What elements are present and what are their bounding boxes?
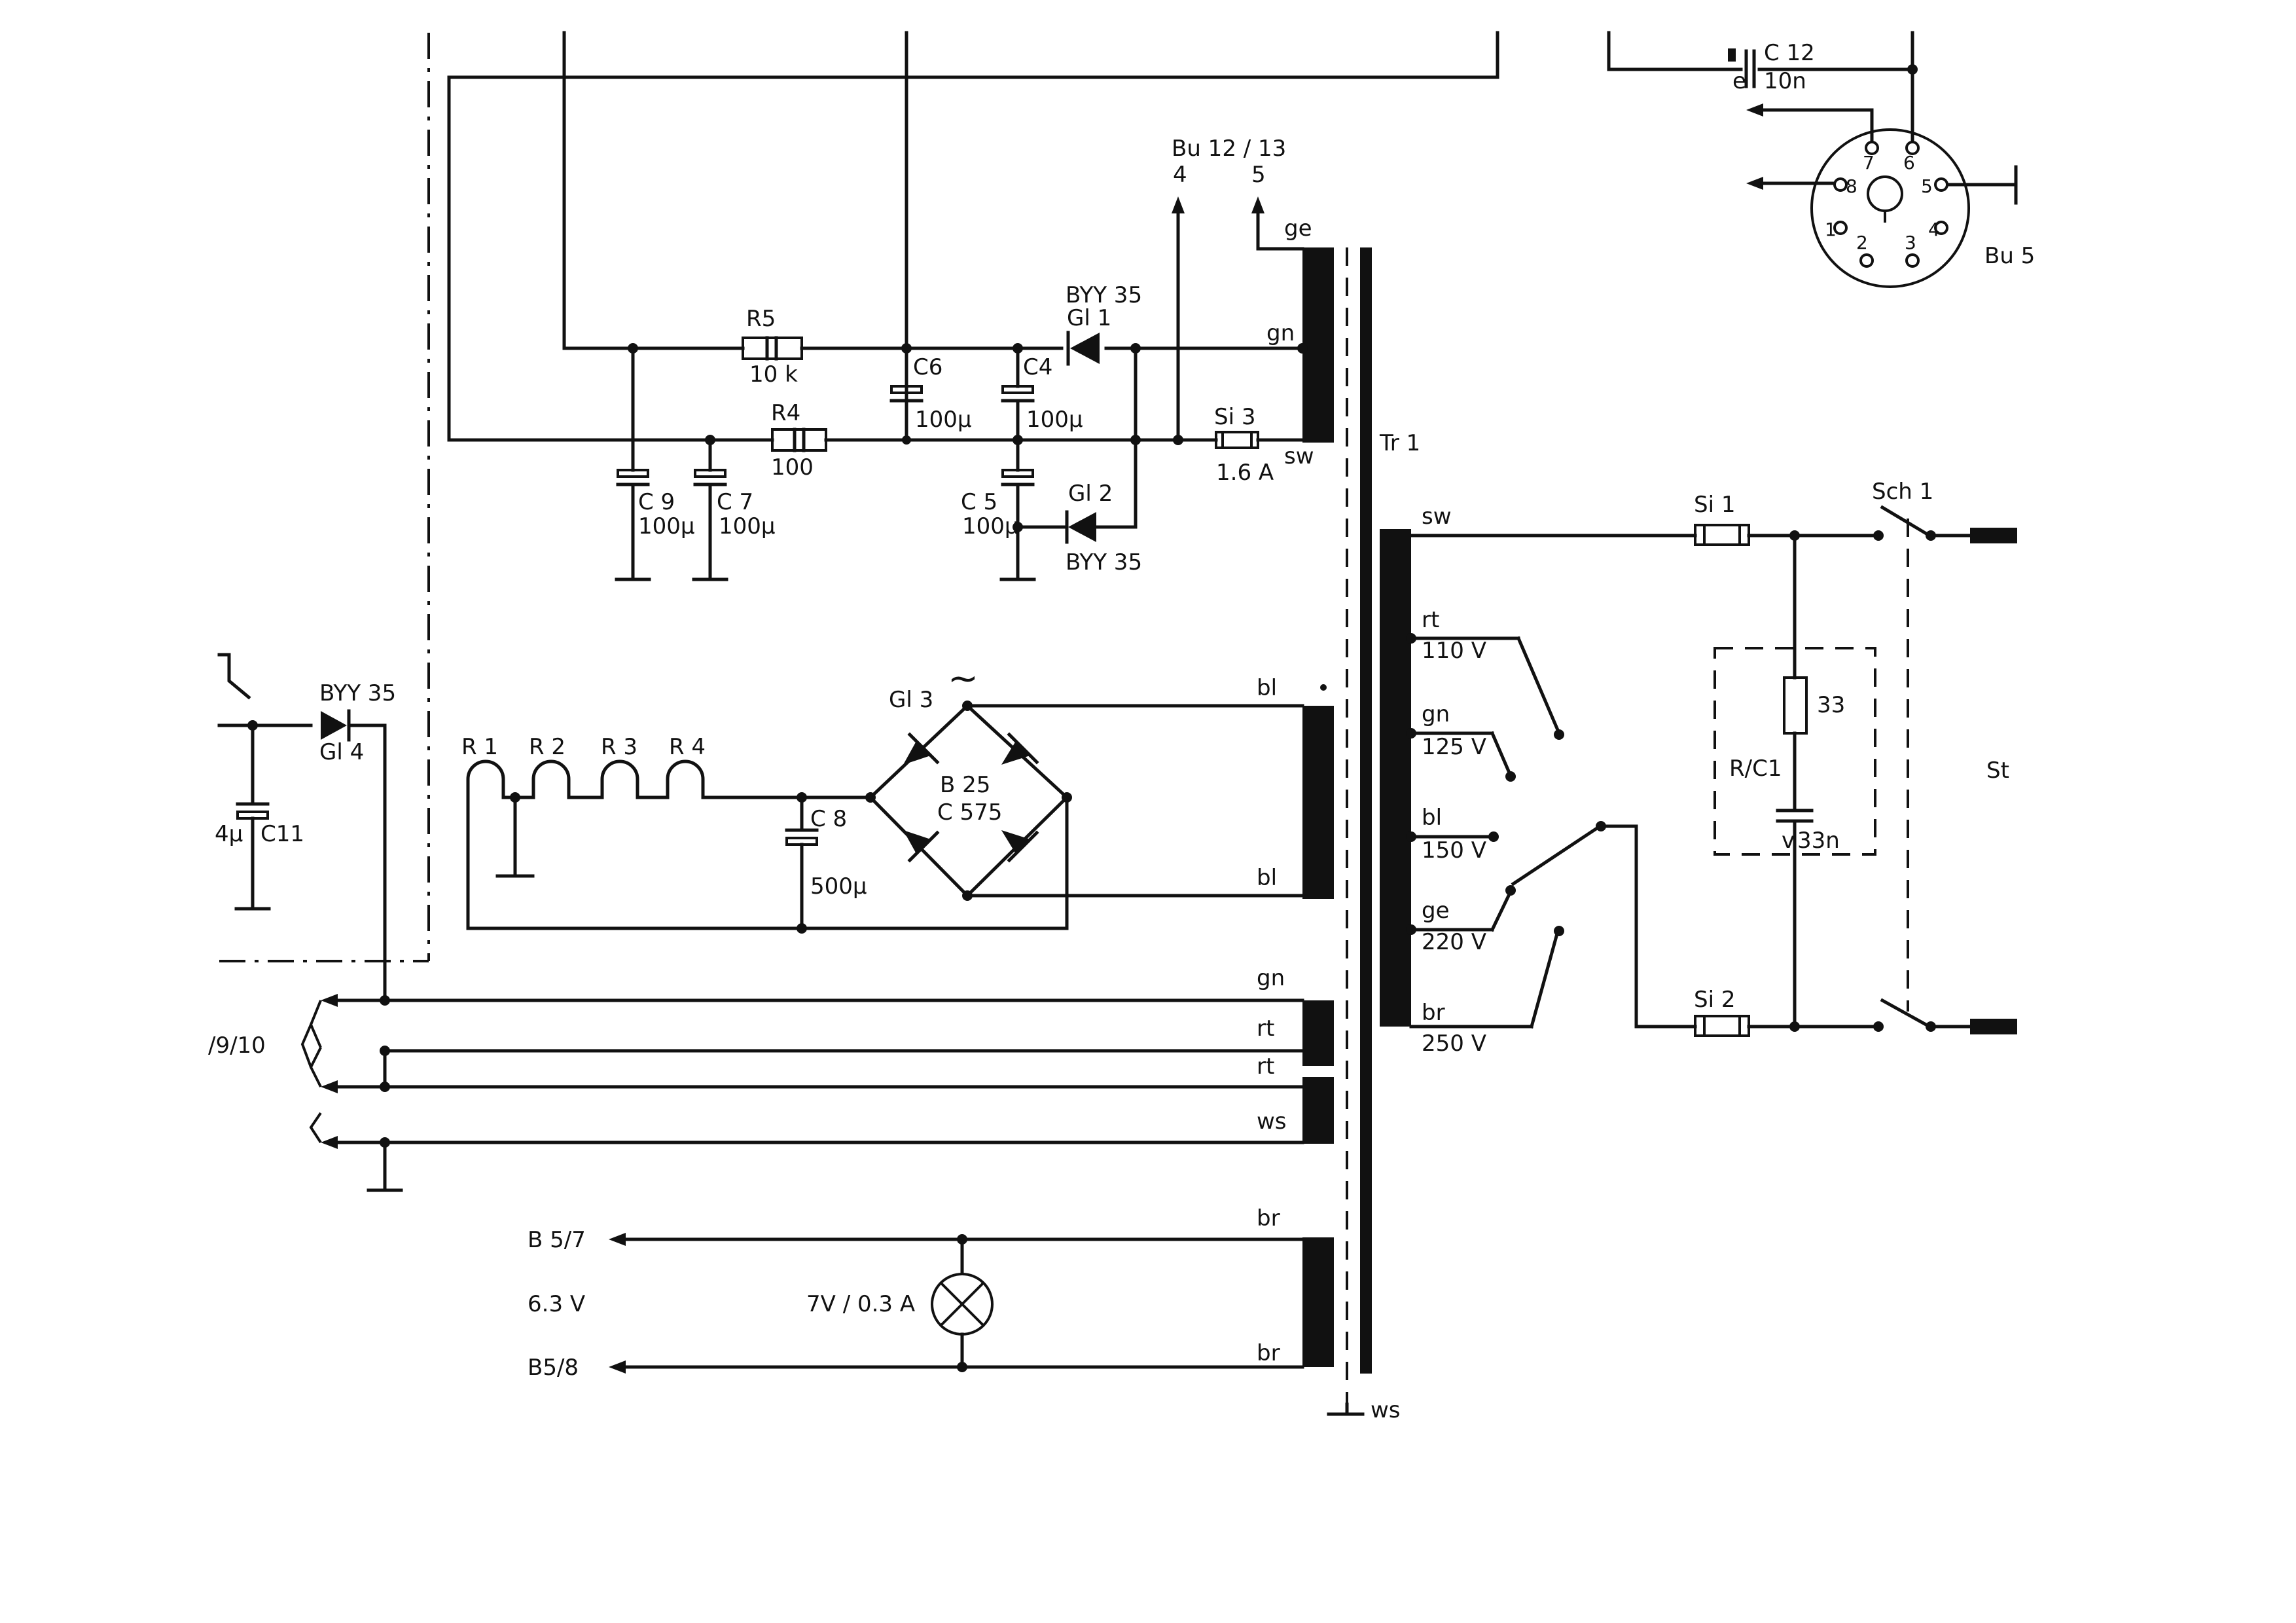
bu5-label: Bu 5 bbox=[1984, 243, 2035, 269]
c4-label: C4 bbox=[1023, 354, 1052, 380]
svg-text:1: 1 bbox=[1825, 219, 1837, 240]
svg-text:R 4: R 4 bbox=[669, 734, 706, 760]
c8-value: 500µ bbox=[810, 873, 867, 900]
core-ws-label: ws bbox=[1371, 1397, 1401, 1423]
bu1213-output: Bu 12 / 13 4 5 bbox=[1172, 136, 1304, 442]
svg-text:220 V: 220 V bbox=[1422, 929, 1486, 955]
c12-value: 10n bbox=[1764, 68, 1806, 94]
transformer-tr1: ws Tr 1 ge gn sw bl bl gn rt rt ws br br bbox=[1257, 215, 1420, 1423]
c8-label: C 8 bbox=[810, 806, 847, 832]
c5-value: 100µ bbox=[962, 513, 1019, 539]
c9-label: C 9 bbox=[638, 489, 675, 515]
gl4-c11-section: BYY 35 Gl 4 4µ C11 bbox=[215, 653, 396, 1002]
c12-pin-label: e bbox=[1732, 68, 1746, 94]
connector-label: /9/10 bbox=[208, 1032, 266, 1059]
si3-value: 1.6 A bbox=[1216, 460, 1274, 486]
svg-text:ge: ge bbox=[1422, 898, 1450, 924]
si1-label: Si 1 bbox=[1694, 492, 1735, 518]
svg-text:ge: ge bbox=[1284, 215, 1312, 242]
gl1-type: BYY 35 bbox=[1066, 282, 1142, 308]
c7-value: 100µ bbox=[719, 513, 776, 539]
gl2-type: BYY 35 bbox=[1066, 549, 1142, 575]
svg-text:bl: bl bbox=[1422, 805, 1442, 831]
svg-text:R 1: R 1 bbox=[461, 734, 498, 760]
svg-text:br: br bbox=[1257, 1205, 1280, 1231]
gl1-label: Gl 1 bbox=[1067, 305, 1111, 331]
gl2-label: Gl 2 bbox=[1068, 481, 1113, 507]
b57-label: B 5/7 bbox=[528, 1227, 586, 1253]
primary-voltage-selector: sw rt 110 V gn 125 V bl 150 V ge 220 V b… bbox=[1406, 503, 1697, 1057]
svg-text:br: br bbox=[1422, 1000, 1445, 1026]
c11-label: C11 bbox=[260, 821, 304, 847]
si2-label: Si 2 bbox=[1694, 987, 1735, 1013]
b58-label: B5/8 bbox=[528, 1355, 579, 1381]
c5-label: C 5 bbox=[961, 489, 997, 515]
gl4-label: Gl 4 bbox=[319, 739, 364, 765]
heater-voltage: 6.3 V bbox=[528, 1291, 585, 1317]
svg-text:rt: rt bbox=[1422, 607, 1439, 633]
bu1213-label: Bu 12 / 13 bbox=[1172, 136, 1286, 162]
c4-value: 100µ bbox=[1026, 407, 1083, 433]
svg-text:gn: gn bbox=[1257, 965, 1285, 991]
svg-text:rt: rt bbox=[1257, 1015, 1274, 1042]
svg-text:bl: bl bbox=[1257, 675, 1277, 701]
sch1-label: Sch 1 bbox=[1872, 479, 1933, 505]
svg-text:250 V: 250 V bbox=[1422, 1030, 1486, 1057]
r5-label: R5 bbox=[746, 306, 776, 332]
svg-text:3: 3 bbox=[1905, 232, 1916, 253]
svg-text:rt: rt bbox=[1257, 1053, 1274, 1080]
svg-text:ws: ws bbox=[1257, 1108, 1287, 1135]
svg-text:8: 8 bbox=[1846, 175, 1857, 197]
ac-symbol: ~ bbox=[948, 657, 978, 700]
c33-pin: v bbox=[1782, 828, 1795, 854]
svg-text:125 V: 125 V bbox=[1422, 734, 1486, 760]
bu5-tube-socket: 7 6 8 5 1 4 2 3 Bu 5 bbox=[1746, 103, 2035, 288]
c12-capacitor: C 12 10n e bbox=[1607, 31, 1918, 143]
svg-text:4: 4 bbox=[1173, 162, 1187, 188]
svg-text:R 2: R 2 bbox=[529, 734, 565, 760]
svg-text:sw: sw bbox=[1284, 443, 1314, 469]
r4-value: 100 bbox=[771, 454, 814, 481]
c33-value: 33n bbox=[1797, 828, 1840, 854]
c6-label: C6 bbox=[913, 354, 942, 380]
svg-text:7: 7 bbox=[1863, 152, 1874, 173]
gl3-label: Gl 3 bbox=[889, 687, 933, 713]
rectifier-hv: R5 10 k R4 100 C6 100µ C4 100µ C 5 100µ bbox=[447, 282, 1304, 581]
svg-text:gn: gn bbox=[1422, 701, 1450, 727]
svg-text:6: 6 bbox=[1903, 152, 1915, 173]
svg-text:5: 5 bbox=[1921, 175, 1933, 197]
svg-text:150 V: 150 V bbox=[1422, 837, 1486, 864]
svg-text:R 3: R 3 bbox=[601, 734, 637, 760]
c12-label: C 12 bbox=[1764, 40, 1815, 66]
heater-lamp-output: 7V / 0.3 A B 5/7 6.3 V B5/8 bbox=[528, 1227, 1304, 1381]
svg-text:2: 2 bbox=[1856, 232, 1868, 253]
svg-text:4: 4 bbox=[1928, 219, 1940, 240]
lamp-rating: 7V / 0.3 A bbox=[806, 1291, 915, 1317]
mains-input: Si 1 Si 2 33 R/C1 v 33n Sch 1 St bbox=[1694, 479, 2017, 1037]
c11-value: 4µ bbox=[215, 821, 243, 847]
svg-text:gn: gn bbox=[1266, 320, 1295, 346]
svg-text:br: br bbox=[1257, 1340, 1280, 1366]
rc1-label: R/C1 bbox=[1729, 756, 1782, 782]
r4-label: R4 bbox=[771, 400, 800, 426]
bridge-type-1: B 25 bbox=[940, 772, 990, 798]
svg-text:110 V: 110 V bbox=[1422, 638, 1486, 664]
c7-label: C 7 bbox=[717, 489, 753, 515]
c6-value: 100µ bbox=[915, 407, 972, 433]
r5-value: 10 k bbox=[749, 361, 798, 388]
si3-label: Si 3 bbox=[1214, 404, 1255, 430]
heater-bus: /9/10 bbox=[208, 994, 1304, 1192]
tr1-label: Tr 1 bbox=[1379, 430, 1420, 456]
st-label: St bbox=[1986, 757, 2009, 784]
c9-value: 100µ bbox=[638, 513, 695, 539]
svg-text:sw: sw bbox=[1422, 503, 1452, 530]
r33-value: 33 bbox=[1817, 692, 1845, 718]
bridge-type-2: C 575 bbox=[937, 799, 1002, 826]
svg-text:bl: bl bbox=[1257, 865, 1277, 891]
svg-text:5: 5 bbox=[1251, 162, 1266, 188]
gl4-type: BYY 35 bbox=[319, 680, 396, 706]
bridge-rectifier: R 1 R 2 R 3 R 4 C 8 500µ Gl 3 bbox=[461, 657, 1304, 934]
